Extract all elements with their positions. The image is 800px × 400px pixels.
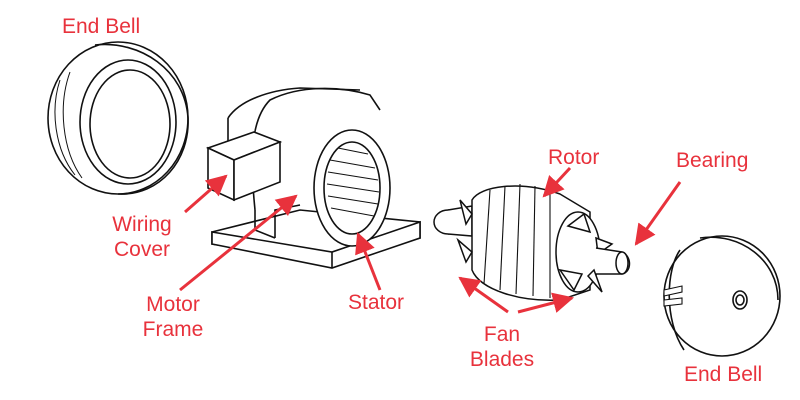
- end-bell-right: [664, 236, 780, 356]
- end-bell-left: [48, 42, 188, 194]
- label-fan-blades-line1: Fan: [483, 323, 521, 346]
- label-wiring-cover-line1: Wiring: [112, 213, 172, 236]
- motor-frame: [212, 88, 420, 268]
- label-wiring-cover-line2: Cover: [113, 238, 171, 261]
- rotor: [434, 184, 630, 300]
- arrow-stator: [355, 232, 382, 291]
- arrow-rotor: [542, 166, 572, 198]
- label-bearing: Bearing: [676, 149, 749, 172]
- arrow-fan-blade-left: [458, 276, 509, 314]
- arrow-fan-blade-right: [517, 292, 575, 314]
- arrow-bearing: [634, 181, 682, 246]
- label-motor-frame: Motor Frame: [126, 292, 220, 342]
- label-end-bell-left: End Bell: [62, 15, 141, 38]
- label-stator: Stator: [348, 291, 405, 314]
- arrow-wiring-cover: [184, 174, 228, 214]
- arrow-motor-frame: [179, 194, 298, 292]
- callout-arrows: [179, 166, 682, 314]
- label-motor-frame-line1: Motor: [146, 293, 200, 316]
- label-fan-blades-line2: Blades: [469, 348, 535, 371]
- label-rotor: Rotor: [548, 146, 600, 169]
- label-fan-blades: Fan Blades: [454, 322, 550, 372]
- label-end-bell-right: End Bell: [684, 363, 763, 386]
- label-wiring-cover: Wiring Cover: [94, 212, 190, 262]
- label-motor-frame-line2: Frame: [142, 318, 204, 341]
